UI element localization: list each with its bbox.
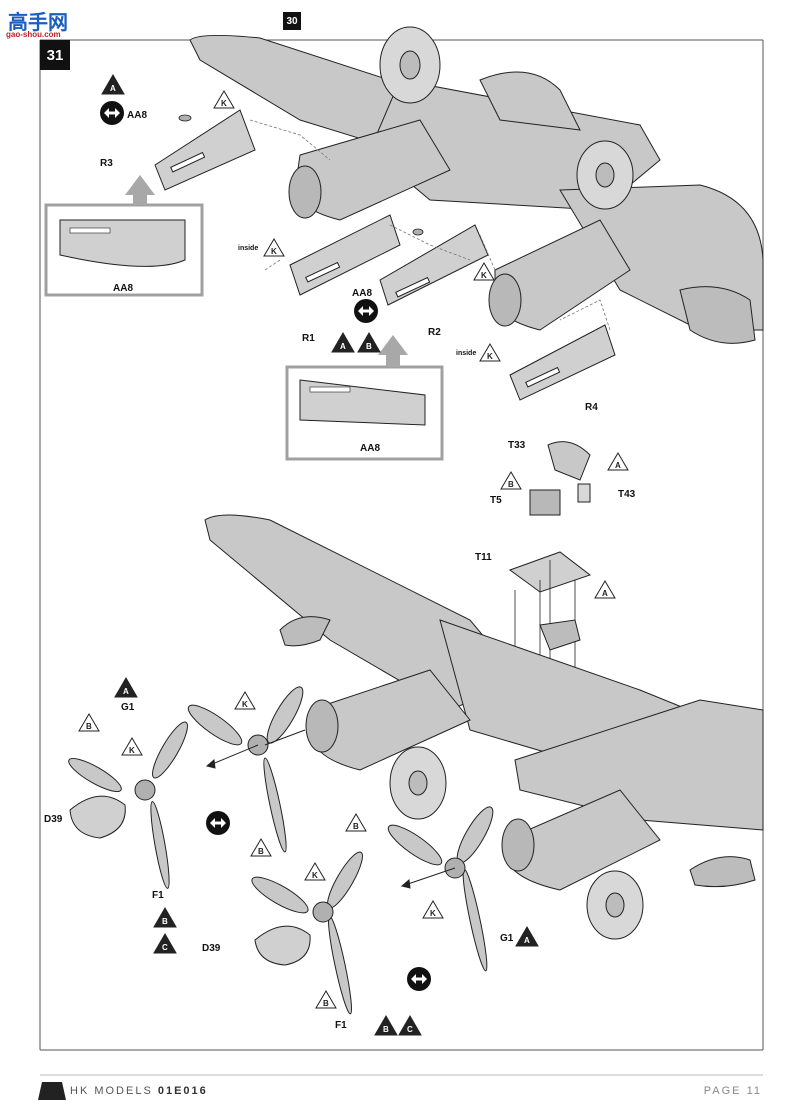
symmetric-parts-icon-bottom bbox=[407, 967, 431, 991]
marker-k-r1: K bbox=[263, 238, 285, 257]
assembly-lines-top bbox=[249, 119, 611, 331]
propeller-right-small bbox=[251, 851, 363, 1015]
prop-arrows bbox=[205, 729, 456, 889]
marker-b-f1-left: B bbox=[153, 907, 177, 928]
label-t5: T5 bbox=[490, 495, 502, 506]
svg-text:B: B bbox=[383, 1025, 389, 1034]
spinner-d39-left bbox=[69, 795, 126, 839]
svg-text:A: A bbox=[123, 687, 129, 696]
footer-brand-name: HK MODELS bbox=[70, 1085, 153, 1097]
note-inside-r1: inside bbox=[238, 245, 258, 252]
label-t11: T11 bbox=[475, 552, 492, 563]
watermark-url: gao-shou.com bbox=[6, 30, 61, 39]
marker-b-t5: B bbox=[500, 471, 522, 490]
marker-a-g1-right: A bbox=[515, 926, 539, 947]
label-d39-left: D39 bbox=[44, 814, 63, 825]
svg-text:K: K bbox=[430, 909, 436, 918]
top-aircraft bbox=[189, 26, 764, 344]
marker-b-f1-right: B bbox=[374, 1015, 398, 1036]
symmetric-parts-icon-props bbox=[206, 811, 230, 835]
marker-k-left-large: K bbox=[234, 691, 256, 710]
spinner-d39-right bbox=[254, 925, 311, 966]
svg-text:C: C bbox=[162, 943, 168, 952]
symmetric-parts-icon-top bbox=[100, 101, 124, 125]
symmetric-parts-icon-mid bbox=[354, 299, 378, 323]
svg-text:K: K bbox=[481, 271, 487, 280]
label-f1-right: F1 bbox=[335, 1020, 347, 1031]
label-r4: R4 bbox=[585, 402, 598, 413]
footer-brand: HK MODELS 01E016 bbox=[70, 1085, 208, 1097]
label-t33: T33 bbox=[508, 440, 526, 451]
marker-k-r2: K bbox=[473, 262, 495, 281]
marker-k-r4: K bbox=[479, 343, 501, 362]
marker-k-right-small: K bbox=[304, 862, 326, 881]
previous-step-number: 30 bbox=[283, 12, 301, 30]
step-number: 31 bbox=[40, 40, 70, 70]
propeller-right-large bbox=[387, 806, 494, 972]
marker-b-right-large: B bbox=[345, 813, 367, 832]
marker-a-top: A bbox=[101, 74, 125, 95]
label-aa8-callout-mid: AA8 bbox=[360, 443, 380, 454]
marker-b-left-large: B bbox=[250, 838, 272, 857]
watermark-logo: 高手网 bbox=[8, 12, 68, 34]
marker-a-mid: A bbox=[331, 332, 355, 353]
marker-c-f1-right: C bbox=[398, 1015, 422, 1036]
svg-text:A: A bbox=[602, 589, 608, 598]
svg-text:B: B bbox=[323, 999, 329, 1008]
label-aa8-top: AA8 bbox=[127, 110, 147, 121]
part-R1 bbox=[289, 214, 401, 296]
svg-text:A: A bbox=[524, 936, 530, 945]
brand-logo-mark bbox=[38, 1082, 66, 1100]
marker-a-t33: A bbox=[607, 452, 629, 471]
bottom-aircraft bbox=[204, 514, 764, 940]
label-g1-left: G1 bbox=[121, 702, 135, 713]
footer-code: 01E016 bbox=[157, 1085, 208, 1097]
svg-text:K: K bbox=[242, 700, 248, 709]
marker-k-right-large: K bbox=[422, 900, 444, 919]
label-g1-right: G1 bbox=[500, 933, 514, 944]
marker-a-t11: A bbox=[594, 580, 616, 599]
marker-b-f1-right-small: B bbox=[315, 990, 337, 1009]
label-r3: R3 bbox=[100, 158, 113, 169]
label-t43: T43 bbox=[618, 489, 636, 500]
marker-c-f1-left: C bbox=[153, 933, 177, 954]
marker-b-mid: B bbox=[357, 332, 381, 353]
propeller-left-small bbox=[68, 721, 188, 889]
svg-text:A: A bbox=[110, 84, 116, 93]
svg-text:K: K bbox=[487, 352, 493, 361]
marker-k-r3: K bbox=[213, 90, 235, 109]
marker-k-left-small: K bbox=[121, 737, 143, 756]
callout-arrow-left bbox=[125, 175, 155, 205]
svg-text:K: K bbox=[312, 871, 318, 880]
svg-text:B: B bbox=[258, 847, 264, 856]
svg-text:B: B bbox=[366, 342, 372, 351]
part-R4 bbox=[509, 324, 616, 401]
label-f1-left: F1 bbox=[152, 890, 164, 901]
svg-text:K: K bbox=[271, 247, 277, 256]
part-R3 bbox=[154, 109, 256, 191]
svg-text:B: B bbox=[86, 722, 92, 731]
label-aa8-mid: AA8 bbox=[352, 288, 372, 299]
svg-text:B: B bbox=[508, 480, 514, 489]
svg-text:B: B bbox=[162, 917, 168, 926]
label-r1: R1 bbox=[302, 333, 315, 344]
callout-arrow-mid bbox=[378, 335, 408, 367]
svg-text:B: B bbox=[353, 822, 359, 831]
svg-text:A: A bbox=[340, 342, 346, 351]
svg-text:C: C bbox=[407, 1025, 413, 1034]
label-r2: R2 bbox=[428, 327, 441, 338]
part-R2 bbox=[379, 224, 489, 306]
svg-text:K: K bbox=[129, 746, 135, 755]
svg-text:K: K bbox=[221, 99, 227, 108]
marker-b-left-small: B bbox=[78, 713, 100, 732]
note-inside-r4: inside bbox=[456, 350, 476, 357]
marker-a-g1-left: A bbox=[114, 677, 138, 698]
label-d39-right: D39 bbox=[202, 943, 221, 954]
label-aa8-callout-left: AA8 bbox=[113, 283, 133, 294]
footer-page-number: PAGE 11 bbox=[703, 1085, 762, 1097]
svg-text:A: A bbox=[615, 461, 621, 470]
